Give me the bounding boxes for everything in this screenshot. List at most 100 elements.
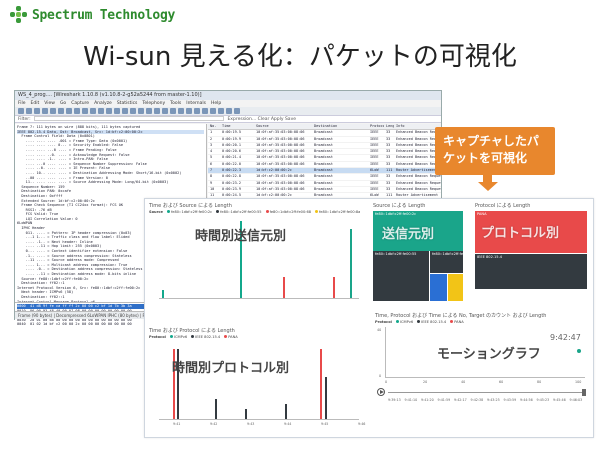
detail-line[interactable]: Destination: ff02::1 — [17, 281, 65, 286]
legend-item[interactable]: ICMPv6 — [169, 335, 187, 339]
column-header[interactable]: Protocol — [370, 124, 384, 128]
detail-line[interactable]: 6LoWPAN — [17, 221, 33, 226]
detail-line[interactable]: .... 10.. .... .... = Destination Addres… — [17, 170, 182, 175]
toolbar-icon[interactable] — [34, 108, 40, 114]
timeline-track[interactable] — [388, 392, 586, 393]
toolbar-icon[interactable] — [226, 108, 232, 114]
detail-line[interactable]: 011. .... = Pattern: IP header compressi… — [17, 230, 132, 235]
treemap-tile[interactable]: fe80::1dbf:c2ff:fe00:2c — [373, 211, 463, 251]
timeline-handle[interactable] — [582, 389, 586, 396]
detail-line[interactable]: Destination PAN: 0xcafe — [17, 189, 72, 194]
detail-line[interactable]: Frame Check Sequence (TI CC24xx format):… — [17, 203, 124, 208]
filter-actions[interactable]: Expression... Clear Apply Save — [227, 117, 296, 122]
menu-item[interactable]: View — [44, 101, 55, 106]
legend-item[interactable]: fe80::1dbf:c2ff:fe00:2c — [166, 210, 212, 214]
toolbar-icon[interactable] — [42, 108, 48, 114]
toolbar-icon[interactable] — [138, 108, 144, 114]
toolbar-icon[interactable] — [210, 108, 216, 114]
toolbar-icon[interactable] — [90, 108, 96, 114]
toolbar-icon[interactable] — [58, 108, 64, 114]
detail-line[interactable]: .... ..11 = Destination address mode: 8-… — [17, 272, 136, 276]
legend-item[interactable]: IEEE 802.15.4 — [191, 335, 220, 339]
detail-line[interactable]: .... ..0. .... .... = IE Present: False — [17, 166, 111, 171]
detail-line[interactable]: Source: fe80::1dbf:c2ff:fe00:2c — [17, 276, 89, 281]
toolbar-icon[interactable] — [122, 108, 128, 114]
toolbar-icon[interactable] — [82, 108, 88, 114]
detail-line[interactable]: .... .... .... 0... = Security Enabled: … — [17, 143, 124, 148]
detail-line[interactable]: Internet Protocol Version 6, Src: fe80::… — [17, 285, 141, 290]
menu-item[interactable]: Tools — [170, 101, 182, 106]
detail-line[interactable]: IEEE 802.15.4 Data, Dst: Broadcast, Src:… — [17, 129, 204, 135]
toolbar-icon[interactable] — [26, 108, 32, 114]
toolbar-icon[interactable] — [162, 108, 168, 114]
treemap-tile[interactable]: PANA — [475, 211, 587, 253]
detail-line[interactable]: Sequence Number: 159 — [17, 184, 65, 189]
detail-line[interactable]: .1.. .... = Source address compression: … — [17, 253, 132, 258]
toolbar-icon[interactable] — [66, 108, 72, 114]
legend-item[interactable]: PANA — [224, 335, 238, 339]
toolbar-icon[interactable] — [154, 108, 160, 114]
hex-line[interactable]: 0040 01 02 1d bf c2 00 00 2c 00 00 00 00… — [17, 322, 132, 327]
detail-line[interactable]: IPHC Header — [17, 226, 46, 231]
toolbar-icon[interactable] — [234, 108, 240, 114]
menu-item[interactable]: Edit — [30, 101, 40, 106]
detail-line[interactable]: LQI Correlation Value: 0 — [17, 216, 78, 221]
hex-line[interactable]: 0000 41 d8 9f fe ca ff ff 2c 00 00 c2 bf… — [17, 304, 204, 309]
treemap-tile[interactable] — [429, 273, 447, 301]
wireshark-filter-bar[interactable]: Filter: Expression... Clear Apply Save — [15, 115, 441, 123]
detail-line[interactable]: FCS Valid: True — [17, 212, 59, 217]
menu-item[interactable]: File — [18, 101, 26, 106]
column-header[interactable]: Time — [222, 124, 231, 128]
toolbar-icon[interactable] — [178, 108, 184, 114]
column-header[interactable]: Length — [386, 124, 394, 128]
toolbar-icon[interactable] — [218, 108, 224, 114]
detail-line[interactable]: .... ...0 .... .... = Sequence Number Su… — [17, 161, 147, 166]
detail-line[interactable]: .... 1... = Multicast address compressio… — [17, 262, 128, 267]
legend-item[interactable]: fe80::1dbf:c2ff:fe00:8a — [315, 210, 360, 214]
toolbar-icon[interactable] — [170, 108, 176, 114]
toolbar-icon[interactable] — [50, 108, 56, 114]
detail-line[interactable]: .... .1.. = Next header: Inline — [17, 239, 93, 244]
toolbar-icon[interactable] — [18, 108, 24, 114]
column-header[interactable]: No. — [210, 124, 217, 128]
toolbar-icon[interactable] — [194, 108, 200, 114]
detail-line[interactable]: Frame Control Field: Data (0x0801) — [17, 134, 95, 139]
filter-input[interactable] — [34, 116, 225, 121]
column-header[interactable]: Source — [256, 124, 269, 128]
packet-list-header[interactable]: No.TimeSourceDestinationProtocolLengthIn… — [208, 124, 441, 131]
play-button[interactable] — [377, 388, 385, 396]
detail-line[interactable]: .... .... .1.. .... = Intra-PAN: False — [17, 157, 108, 162]
treemap-tile[interactable] — [447, 273, 463, 301]
detail-line[interactable]: Next header: ICMPv6 (58) — [17, 290, 74, 295]
detail-line[interactable]: .... .... ..0. .... = Acknowledge Reques… — [17, 152, 130, 157]
detail-line[interactable]: ..00 .... .... .... = Frame Version: 0 — [17, 175, 108, 180]
toolbar-icon[interactable] — [186, 108, 192, 114]
detail-line[interactable]: 0... .... = Context identifier extension… — [17, 249, 128, 254]
detail-line[interactable]: 11.. .... .... .... = Source Addressing … — [17, 180, 169, 185]
toolbar-icon[interactable] — [114, 108, 120, 114]
menu-item[interactable]: Analyze — [94, 101, 112, 106]
detail-line[interactable]: ...1 1... = Traffic class and flow label… — [17, 235, 130, 240]
detail-line[interactable]: .... .... .... .001 = Frame Type: Data (… — [17, 138, 128, 143]
detail-line[interactable]: RSSI: -76 dB — [17, 207, 52, 212]
legend-item[interactable]: fe80::1dbf:c2ff:fe00:55 — [216, 210, 262, 214]
menu-item[interactable]: Internals — [186, 101, 206, 106]
toolbar-icon[interactable] — [74, 108, 80, 114]
menu-item[interactable]: Statistics — [116, 101, 138, 106]
legend-item[interactable]: PANA — [450, 320, 464, 324]
detail-line[interactable]: .... .0.. = Destination address compress… — [17, 267, 143, 272]
legend-item[interactable]: ICMPv6 — [395, 320, 413, 324]
detail-line[interactable]: Frame 7: 111 bytes on wire (888 bits), 1… — [17, 125, 141, 129]
detail-line[interactable]: .... ..11 = Hop limit: 255 (0x0003) — [17, 244, 102, 249]
detail-line[interactable]: Destination: ff02::1 — [17, 294, 65, 299]
detail-line[interactable]: .... .... ...0 .... = Frame Pending: Fal… — [17, 147, 117, 152]
